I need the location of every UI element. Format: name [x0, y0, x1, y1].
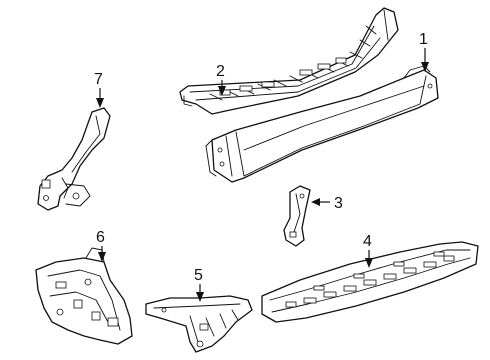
callout-7: 7	[94, 71, 104, 108]
callout-label-4: 4	[363, 233, 372, 250]
part-2-upper-absorber	[179, 7, 399, 115]
callout-label-5: 5	[194, 267, 203, 284]
callout-label-6: 6	[96, 229, 105, 246]
callout-label-2: 2	[216, 63, 225, 80]
callout-label-7: 7	[94, 71, 103, 88]
callout-5: 5	[194, 267, 204, 302]
callout-2: 2	[216, 63, 226, 96]
callout-3: 3	[311, 195, 343, 212]
part-3-bracket	[283, 185, 311, 247]
part-6-mounting-bracket	[35, 247, 133, 345]
callout-label-3: 3	[334, 195, 343, 212]
callout-4: 4	[363, 233, 373, 268]
part-1-reinforcement-beam	[205, 65, 439, 183]
part-5-side-bracket	[145, 295, 253, 353]
part-4-lower-absorber	[261, 241, 479, 323]
callout-6: 6	[96, 229, 106, 262]
part-7-side-bracket	[37, 107, 111, 211]
callout-label-1: 1	[419, 31, 428, 48]
callout-1: 1	[419, 31, 429, 72]
